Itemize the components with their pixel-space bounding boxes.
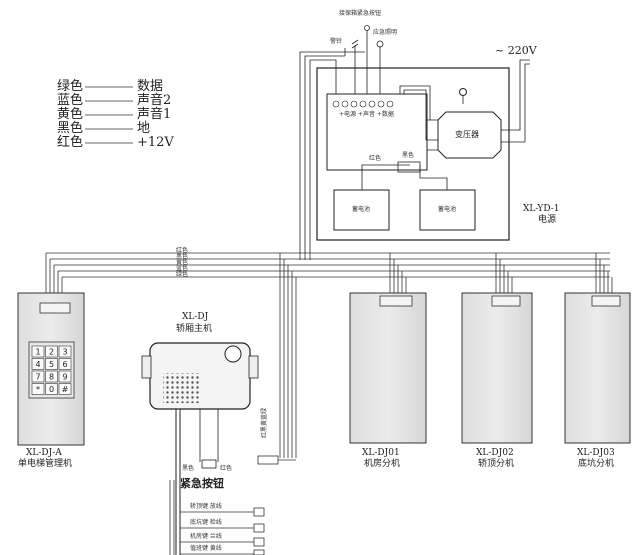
- keypad-key-label: #: [62, 385, 69, 394]
- keypad-key: [58, 345, 72, 358]
- power-wire-red: 红色: [369, 155, 382, 162]
- power-box: [316, 67, 510, 241]
- bus-label-green: 绿色: [176, 271, 189, 278]
- cable-line-1: 轿顶键 放线: [190, 503, 222, 510]
- keypad-key-label: 1: [35, 348, 40, 357]
- host-camera: [224, 345, 242, 363]
- mains-label: ~ 220V: [495, 44, 537, 57]
- legend-color-black: 黑色: [57, 121, 84, 136]
- top-wiring: [299, 25, 384, 253]
- host-name: 轿厢主机: [176, 324, 213, 334]
- host-model: XL-DJ: [182, 312, 209, 322]
- keypad-key-label: 7: [35, 373, 40, 382]
- unit-dj02: [461, 292, 533, 444]
- keypad-key: [45, 383, 58, 395]
- bottom-plugs: [253, 507, 265, 555]
- keypad-key-label: *: [36, 385, 40, 394]
- legend-meaning-12v: +12V: [137, 135, 174, 150]
- transformer-mount: [459, 88, 467, 96]
- legend-meaning-data: 数据: [137, 79, 164, 94]
- cable-line-3: 机房键 兰线: [190, 533, 222, 540]
- bus-label-black: 黑色: [176, 253, 189, 260]
- keypad-key-label: 8: [49, 373, 54, 382]
- emergency-button-label: 接保箱紧急按钮: [339, 10, 382, 17]
- unit-dj01: [349, 292, 427, 444]
- legend-lines: [85, 86, 133, 144]
- button-wire-black: 黑色: [182, 465, 195, 472]
- dj02-name: 轿顶分机: [478, 459, 515, 469]
- bottom-cable: [169, 480, 262, 555]
- keypad-key: [45, 345, 58, 358]
- bus-lines: [45, 252, 613, 458]
- dj03-model: XL-DJ03: [577, 448, 615, 458]
- battery-right-box: [419, 189, 476, 231]
- keypad-key-label: 4: [35, 360, 40, 369]
- bus-label-yellow: 黄色: [176, 259, 189, 266]
- transformer-body: [437, 111, 502, 159]
- keypad-key-label: 0: [49, 385, 54, 394]
- cable-line-4: 值班键 黄线: [190, 545, 222, 552]
- button-wire-red: 红色: [220, 465, 233, 472]
- side-cable-label: 红黑黄蓝绿: [261, 407, 268, 438]
- legend-meaning-sound1: 声音1: [137, 107, 172, 122]
- power-wire-black: 黑色: [402, 152, 415, 159]
- keypad-key-label: 9: [62, 373, 67, 382]
- battery-left-box: [333, 189, 390, 231]
- button-title: 紧急按钮: [180, 477, 224, 490]
- keypad-key-label: 3: [62, 348, 67, 357]
- keypad-key: [58, 383, 72, 395]
- keypad-key: [31, 383, 45, 395]
- keypad-key: [31, 370, 45, 383]
- manager-name: 单电梯管理机: [18, 459, 73, 469]
- transformer-label: 变压器: [455, 130, 479, 139]
- legend-color-blue: 蓝色: [57, 93, 84, 108]
- dj01-model: XL-DJ01: [362, 448, 400, 458]
- battery-right-label: 蓄电池: [438, 206, 457, 213]
- unit-dj03: [564, 292, 631, 444]
- keypad-key-label: 2: [49, 348, 54, 357]
- dj02-model: XL-DJ02: [476, 448, 514, 458]
- keypad-key-label: 6: [62, 360, 67, 369]
- bus-label-red: 红色: [176, 247, 189, 254]
- dj01-name: 机房分机: [364, 459, 401, 469]
- keypad-key: [45, 358, 58, 370]
- keypad-key: [58, 358, 72, 370]
- legend-color-yellow: 黄色: [57, 107, 84, 122]
- manager-model: XL-DJ-A: [26, 448, 62, 458]
- host-speaker: [163, 373, 199, 403]
- keypad-key-label: 5: [49, 360, 54, 369]
- cable-line-2: 底坑键 检线: [190, 519, 222, 526]
- keypad-key: [58, 370, 72, 383]
- keypad-key: [31, 345, 45, 358]
- legend-color-red: 红色: [57, 135, 84, 150]
- power-name: 电源: [538, 215, 557, 225]
- power-supply: [316, 59, 530, 241]
- power-model: XL-YD-1: [523, 204, 560, 214]
- keypad-key: [31, 358, 45, 370]
- battery-left-label: 蓄电池: [352, 206, 371, 213]
- terminal-labels: +电源 +声音 +数据: [339, 111, 394, 118]
- dj03-name: 底坑分机: [578, 459, 615, 469]
- light-label: 应急照明: [373, 29, 398, 36]
- legend-meaning-sound2: 声音2: [137, 93, 172, 108]
- host-unit: [141, 342, 259, 555]
- power-board: [326, 93, 428, 171]
- legend-color-green: 绿色: [57, 79, 84, 94]
- bell-label: 警铃: [330, 38, 343, 45]
- cable-connector: [257, 455, 296, 465]
- bus-label-blue: 蓝色: [176, 265, 189, 272]
- keypad-key: [45, 370, 58, 383]
- legend-meaning-ground: 地: [137, 121, 151, 136]
